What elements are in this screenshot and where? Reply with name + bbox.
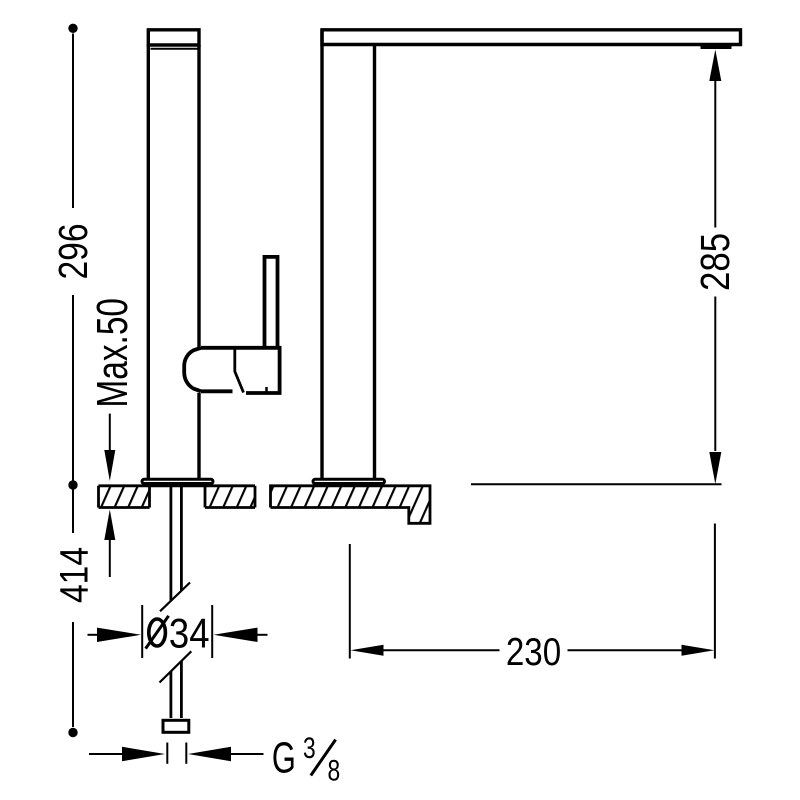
- svg-text:8: 8: [328, 753, 341, 787]
- svg-text:414: 414: [52, 547, 96, 603]
- svg-text:296: 296: [50, 223, 96, 279]
- svg-text:G: G: [272, 734, 296, 783]
- svg-text:Max.50: Max.50: [89, 298, 137, 408]
- svg-text:34: 34: [169, 611, 210, 657]
- svg-text:230: 230: [506, 629, 561, 673]
- svg-text:3: 3: [303, 731, 316, 765]
- svg-text:285: 285: [693, 233, 738, 291]
